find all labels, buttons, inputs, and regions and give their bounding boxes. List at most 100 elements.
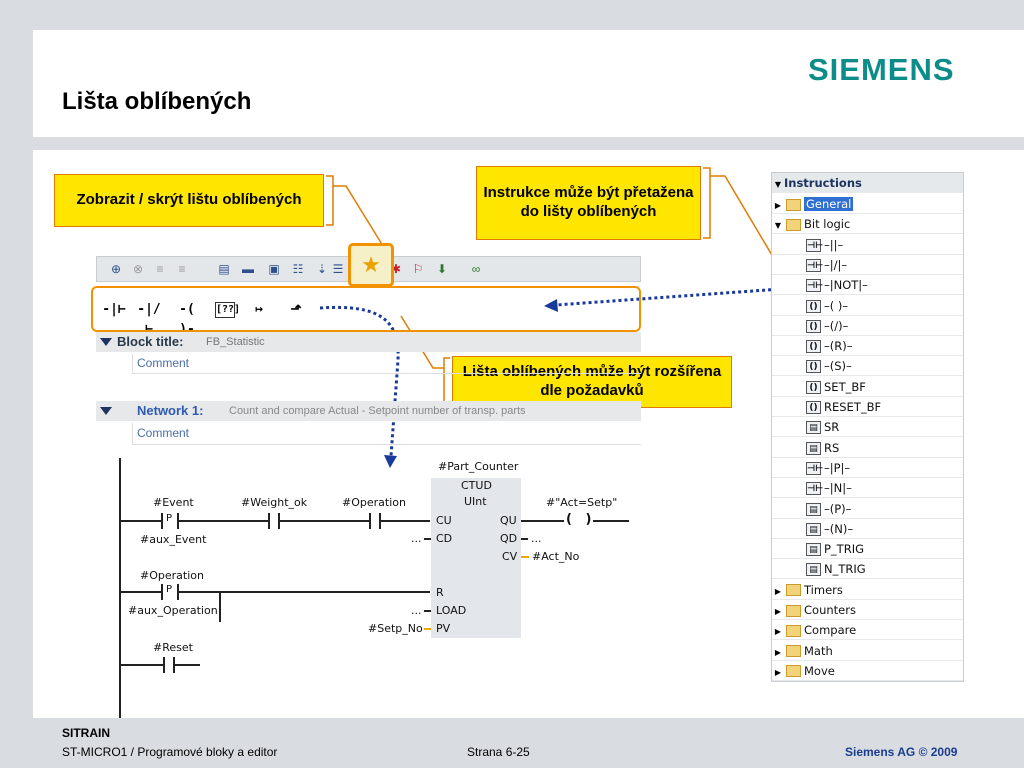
instruction-item[interactable]: ▤SR — [772, 417, 963, 438]
instruction-label: –(S)– — [824, 359, 852, 374]
insert-network-icon[interactable]: ⊕ — [110, 262, 122, 276]
contact-weight-ok[interactable] — [268, 513, 280, 529]
instruction-item[interactable]: ⊣⊢–|NOT|– — [772, 275, 963, 296]
instruction-item[interactable]: ▶Compare — [772, 620, 963, 641]
instruction-item[interactable]: ▤N_TRIG — [772, 559, 963, 580]
instruction-item[interactable]: ▤–(N)– — [772, 519, 963, 539]
block-title-label: Block title: — [117, 334, 184, 349]
coil-act-setp[interactable]: ( ) — [564, 512, 594, 527]
fav-normally-closed-contact[interactable]: -|/⊢ — [137, 302, 161, 337]
open-all-networks-icon[interactable]: ▤ — [218, 262, 230, 276]
collapse-triangle-icon[interactable] — [100, 338, 112, 346]
list-icon[interactable]: ☰ — [332, 262, 344, 276]
fav-normally-open-contact[interactable]: -|⊢ — [102, 302, 126, 317]
instruction-label: Move — [804, 663, 835, 678]
instruction-item[interactable]: ()SET_BF — [772, 377, 963, 397]
power-rail — [119, 458, 121, 718]
expand-icon[interactable]: ▶ — [774, 586, 782, 596]
contact-operation-label: #Operation — [140, 569, 204, 582]
contact-operation-label: #Operation — [342, 496, 406, 509]
contact-reset[interactable] — [163, 657, 175, 673]
coil-icon: () — [806, 401, 821, 414]
instruction-item[interactable]: ▶ General — [772, 194, 963, 214]
coil-icon: () — [806, 360, 821, 374]
fav-empty-box[interactable]: [??] — [215, 302, 240, 318]
collapse-triangle-icon[interactable] — [100, 407, 112, 415]
p-contact-operation[interactable] — [161, 584, 179, 600]
expand-icon[interactable]: ⇣ — [316, 262, 328, 276]
instruction-label: Timers — [804, 582, 843, 597]
absolute-operands-icon[interactable]: ☷ — [292, 262, 304, 276]
contact-icon: ⊣⊢ — [806, 482, 824, 496]
network-bar — [96, 401, 641, 421]
instruction-item[interactable]: ⊣⊢–||– — [772, 235, 963, 255]
download-icon[interactable]: ⬇ — [436, 262, 448, 276]
function-box-icon: ▤ — [806, 502, 821, 516]
expand-icon[interactable]: ▶ — [774, 667, 782, 677]
instruction-label: –(/)– — [824, 318, 849, 333]
collapse-icon[interactable]: ▼ — [774, 221, 782, 231]
delete-network-icon[interactable]: ⊗ — [132, 262, 144, 276]
instruction-item[interactable]: ()–(S)– — [772, 356, 963, 377]
instruction-item[interactable]: ▼Bit logic — [772, 214, 963, 235]
ctud-block[interactable] — [431, 478, 521, 638]
instruction-item[interactable]: ⊣⊢–|/|– — [772, 255, 963, 275]
instruction-item[interactable]: ▶Counters — [772, 600, 963, 620]
ctud-type-label: CTUD — [461, 479, 492, 492]
block-comment-field[interactable]: Comment — [132, 354, 641, 374]
instruction-item[interactable]: ▶ Move — [772, 661, 963, 681]
star-icon: ★ — [361, 252, 381, 277]
instruction-item[interactable]: ▤RS — [772, 438, 963, 458]
expand-icon[interactable]: ▶ — [774, 647, 782, 657]
qd-value[interactable]: ... — [531, 532, 542, 545]
instruction-item[interactable]: ▤–(P)– — [772, 499, 963, 519]
instruction-item[interactable]: ()–(/)– — [772, 316, 963, 336]
block-title-value[interactable]: FB_Statistic — [206, 336, 265, 348]
pv-value[interactable]: #Setp_No — [368, 622, 423, 635]
instruction-label: RS — [824, 440, 840, 455]
instruction-item[interactable]: ()–(R)– — [772, 336, 963, 357]
instruction-item[interactable]: ▤P_TRIG — [772, 539, 963, 560]
append-row-icon[interactable]: ≡ — [178, 262, 186, 276]
instruction-label: Math — [804, 643, 833, 658]
instruction-label: SR — [824, 420, 840, 435]
folder-icon — [786, 198, 801, 211]
instruction-item[interactable]: ⊣⊢–|N|– — [772, 478, 963, 499]
favorites-toggle-button[interactable]: ★ — [348, 243, 394, 287]
coil-icon: () — [806, 340, 821, 354]
instructions-header[interactable]: ▼Instructions — [772, 173, 963, 193]
instruction-item[interactable]: ▶ Timers — [772, 580, 963, 600]
fav-close-branch[interactable]: ⬏ — [290, 302, 302, 317]
cd-value[interactable]: ... — [411, 532, 422, 545]
contact-icon: ⊣⊢ — [806, 279, 824, 293]
monitor-icon[interactable]: ∞ — [471, 262, 481, 276]
instruction-item[interactable]: ▶ Math — [772, 641, 963, 661]
breakpoint-icon[interactable]: ✱ — [390, 262, 402, 276]
instruction-item[interactable]: ⊣⊢–|P|– — [772, 458, 963, 478]
expand-icon[interactable]: ▶ — [774, 201, 782, 210]
contact-event-label: #Event — [153, 496, 194, 509]
pin-pv: PV — [436, 622, 451, 635]
expand-icon[interactable]: ▶ — [774, 627, 782, 637]
instruction-item[interactable]: ()–( )– — [772, 296, 963, 316]
function-box-icon: ▤ — [806, 563, 821, 577]
insert-row-icon[interactable]: ≡ — [156, 262, 164, 276]
fav-open-branch[interactable]: ↦ — [255, 302, 263, 317]
pin-cv: CV — [502, 550, 518, 563]
network-label: Network 1: — [137, 403, 204, 418]
network-comment-field[interactable]: Comment — [132, 423, 641, 445]
watch-off-icon[interactable]: ⚐ — [412, 262, 424, 276]
collapse-icon[interactable]: ▼ — [774, 180, 782, 189]
instruction-label: General — [804, 197, 854, 211]
expand-icon[interactable]: ▶ — [774, 607, 782, 616]
load-value[interactable]: ... — [411, 604, 422, 617]
cv-value[interactable]: #Act_No — [532, 550, 580, 563]
close-all-networks-icon[interactable]: ▬ — [242, 262, 254, 276]
comments-icon[interactable]: ▣ — [268, 262, 280, 276]
p-contact-event[interactable] — [161, 513, 179, 529]
instruction-item[interactable]: ()RESET_BF — [772, 397, 963, 417]
contact-operation[interactable] — [369, 513, 381, 529]
network-title[interactable]: Count and compare Actual - Setpoint numb… — [229, 405, 526, 417]
coil-icon: () — [806, 380, 821, 394]
contact-aux-event-label: #aux_Event — [140, 533, 207, 546]
